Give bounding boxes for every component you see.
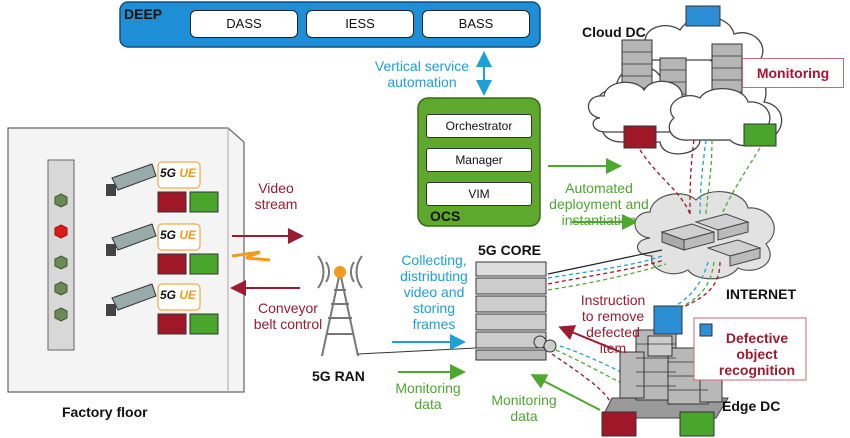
- ran-tower: [317, 255, 363, 357]
- factory-floor-label: Factory floor: [62, 404, 148, 420]
- edge-monitoring-arrow: [530, 374, 601, 411]
- ue-badge-1: 5G UE: [160, 166, 197, 180]
- ocs-orchestrator[interactable]: Orchestrator: [426, 114, 532, 138]
- deep-item-dass[interactable]: DASS: [190, 10, 298, 38]
- deep-title: DEEP: [124, 6, 163, 22]
- edge-dc-label: Edge DC: [722, 398, 781, 414]
- ocs-vim[interactable]: VIM: [426, 182, 532, 206]
- ran-label: 5G RAN: [312, 368, 365, 384]
- core-label: 5G CORE: [478, 242, 542, 258]
- core-server: [475, 261, 557, 361]
- instruction-label: Instruction to remove defected item: [580, 292, 646, 356]
- defective-label: Defective object recognition: [718, 330, 796, 378]
- monitoring-data-ran: Monitoring data: [395, 380, 461, 412]
- monitoring-badge: Monitoring: [742, 58, 844, 88]
- vertical-service-label: Vertical service automation: [374, 58, 470, 90]
- ocs-manager[interactable]: Manager: [426, 148, 532, 172]
- video-stream-label: Video stream: [254, 180, 298, 212]
- cloud-dc-title: Cloud DC: [582, 24, 646, 40]
- conveyor-items: [54, 193, 68, 322]
- conveyor-label: Conveyor belt control: [253, 300, 323, 332]
- ue-badge-2: 5G UE: [160, 228, 197, 242]
- camera-2: [106, 223, 157, 256]
- monitoring-data-edge: Monitoring data: [491, 392, 557, 424]
- camera-3: [106, 283, 157, 316]
- deep-item-iess[interactable]: IESS: [306, 10, 414, 38]
- ue-badge-3: 5G UE: [160, 288, 197, 302]
- deep-item-bass[interactable]: BASS: [422, 10, 530, 38]
- automated-deployment-label: Automated deployment and instantiation: [549, 180, 649, 228]
- camera-1: [106, 163, 157, 196]
- internet-routers: [660, 213, 762, 267]
- defective-box: [693, 317, 807, 381]
- collecting-label: Collecting, distributing video and stori…: [400, 252, 468, 332]
- dashed-links: [547, 139, 761, 313]
- internet-label: INTERNET: [726, 286, 796, 302]
- ocs-title: OCS: [430, 208, 461, 224]
- wireless-lightning: [231, 250, 271, 262]
